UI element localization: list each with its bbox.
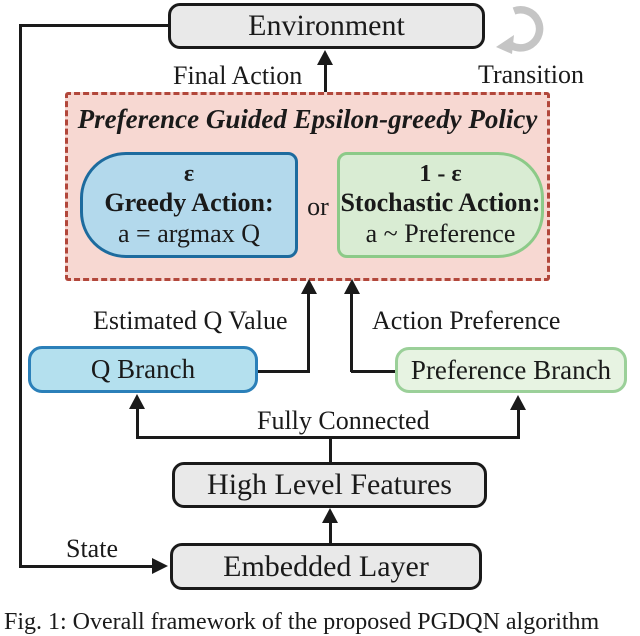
fc-right-line: [517, 409, 520, 436]
q-branch-label: Q Branch: [90, 354, 196, 384]
embedded-layer-label: Embedded Layer: [223, 549, 429, 583]
estimated-q-arrowhead-icon: [301, 279, 317, 294]
greedy-action-box: ε Greedy Action: a = argmax Q: [80, 152, 298, 258]
estimated-q-label: Estimated Q Value: [93, 306, 288, 335]
greedy-formula: a = argmax Q: [118, 219, 260, 249]
fc-center-stub: [329, 436, 332, 462]
fc-left-arrowhead-icon: [129, 394, 145, 409]
state-label: State: [66, 534, 118, 563]
final-action-arrowhead-icon: [317, 50, 333, 65]
preference-branch-connector: [351, 370, 395, 373]
final-action-line: [324, 64, 327, 92]
high-level-features-box: High Level Features: [172, 462, 487, 508]
greedy-heading: Greedy Action:: [104, 188, 274, 218]
fully-connected-label: Fully Connected: [257, 406, 430, 435]
state-arrowhead-icon: [152, 558, 168, 574]
stochastic-formula: a ~ Preference: [365, 219, 516, 249]
preference-branch-label: Preference Branch: [410, 354, 612, 385]
stochastic-probability: 1 - ε: [419, 161, 462, 188]
transition-loop-icon: [496, 6, 544, 54]
fc-right-arrowhead-icon: [510, 395, 526, 410]
embedded-layer-box: Embedded Layer: [170, 543, 482, 590]
estimated-q-line: [307, 293, 310, 372]
embed-to-hlf-line: [329, 522, 332, 543]
action-preference-arrowhead-icon: [344, 279, 360, 294]
embed-to-hlf-arrowhead-icon: [322, 508, 338, 523]
environment-label: Environment: [248, 9, 405, 42]
state-feedback-line-vertical: [19, 24, 22, 567]
or-label: or: [307, 192, 329, 221]
fc-left-line: [136, 408, 139, 436]
pgdqn-framework-diagram: Environment Transition Final Action Pref…: [4, 3, 627, 635]
action-preference-line: [350, 293, 353, 372]
final-action-label: Final Action: [173, 61, 303, 90]
transition-label: Transition: [478, 60, 584, 89]
stochastic-heading: Stochastic Action:: [340, 188, 541, 218]
action-preference-label: Action Preference: [372, 306, 561, 335]
state-feedback-line-top: [19, 24, 168, 27]
q-branch-box: Q Branch: [28, 346, 258, 393]
policy-title: Preference Guided Epsilon-greedy Policy: [77, 104, 538, 134]
greedy-probability: ε: [183, 161, 195, 188]
stochastic-action-box: 1 - ε Stochastic Action: a ~ Preference: [337, 152, 544, 258]
preference-branch-box: Preference Branch: [395, 347, 627, 393]
state-feedback-line-bottom: [19, 565, 152, 568]
q-branch-connector: [258, 370, 310, 373]
fully-connected-line: [136, 436, 520, 439]
environment-box: Environment: [168, 3, 485, 49]
high-level-features-label: High Level Features: [207, 468, 452, 501]
